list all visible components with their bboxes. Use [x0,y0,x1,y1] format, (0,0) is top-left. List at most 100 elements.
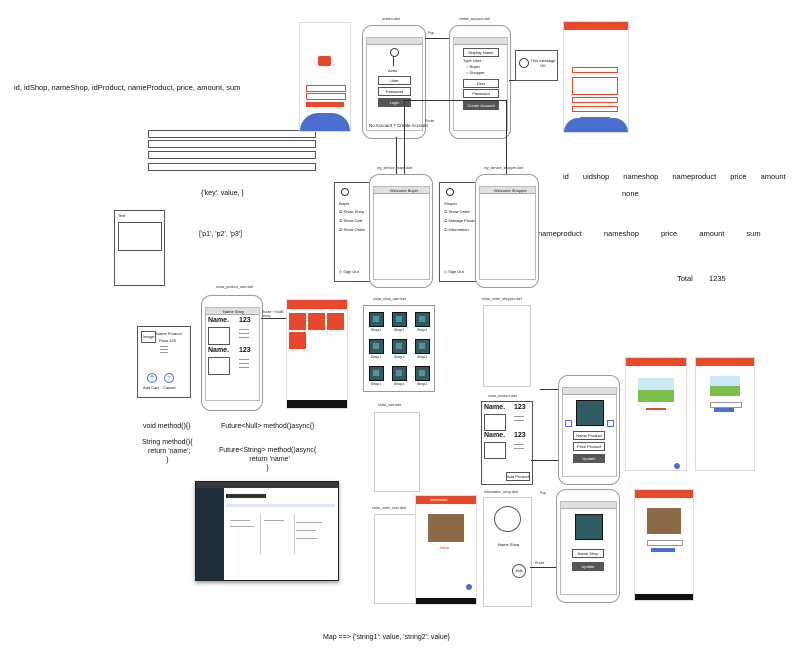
none-label: none [622,189,639,198]
text-widget-label: Text [118,213,126,218]
sign-out-item[interactable]: ◇ Sign Out [444,269,464,274]
show-cart-sheet [374,412,420,492]
actor-label: Actor [388,68,398,73]
header-row: id uidshop nameshop nameproduct price am… [563,172,800,181]
drawer-item[interactable]: ⬭ Show Shop [339,209,364,214]
show-shop-user-file-label: show_shop_user.dart [373,297,407,301]
product-number: 123 [239,317,251,324]
future-null-label: Future<Null> method()async{} [221,423,315,430]
route-label: Route [425,119,435,123]
buyer-role: Buyer [339,201,350,206]
drawer-item[interactable]: ⬭ Manage Product [444,218,478,223]
message-box: This message OK [515,50,558,81]
route-notif-label: Route + NotiE Many [262,310,284,318]
add-icon[interactable]: + [147,373,157,383]
product-name: Name. [208,317,230,324]
show-order-user-sheet [374,514,420,604]
text-widget-area [118,222,162,251]
create-account-file-label: create_account.dart [459,17,490,21]
create-account-button[interactable]: Create Account [463,101,499,110]
input-bar [148,140,316,148]
cancel-label: Cancel [163,385,176,390]
login-button[interactable]: Login [378,98,411,107]
show-product-sheet: Name. 123 Name. 123 Add Product [481,401,533,485]
display-name-field[interactable]: Display Name [463,48,499,57]
service-buyer-title: Welcome Buyer [390,188,419,193]
total-value: 1235 [709,274,726,283]
product-card: Image Name Product Price 123 + − Add Car… [137,326,191,398]
information-mockup: Information Name [415,495,477,605]
type-user-label: Type User : [463,58,484,63]
password-field[interactable]: Password [463,89,499,98]
shop-grid: Shop1 Shop1 Shop1 Shop1 Shop1 Shop1 Shop… [363,305,435,392]
login-mockup [299,22,351,132]
list-label: ['p1', 'p2', 'p3'] [199,231,243,238]
lock-icon [318,56,331,66]
input-bar [148,163,316,171]
service-buyer-file-label: my_service_buyer.dart [377,166,413,170]
product-image: Image [141,331,156,343]
product-image-placeholder [576,400,604,426]
update-button[interactable]: Update [573,454,605,463]
information-shop-file-label: information_shop.dart [484,490,518,494]
service-buyer-phone: Welcome Buyer [369,174,433,288]
user-field[interactable]: User [378,76,411,85]
show-order-shopper-file-label: show_order_shopper.dart [482,297,522,301]
authen-file-label: authen.dart [382,17,400,21]
drawer-item[interactable]: ⬭ Show Order [444,209,470,214]
show-order-user-file-label: show_order_user.dart [372,506,406,510]
name-product-field[interactable]: Name Product [573,431,605,440]
buyer-radio[interactable]: ○ Buyer [466,64,480,69]
drawer-item[interactable]: ⬭ Information [444,227,469,232]
total-label: Total [677,274,693,283]
create-account-link[interactable]: No Account ? Create Account [369,123,428,128]
add-info-mockup [695,357,755,471]
firestore-screenshot [195,481,339,581]
drawer-item[interactable]: ⬭ Show Order [339,227,365,232]
void-method-label: void method(){} [143,423,191,430]
authen-phone: Actor User Password Login [362,25,426,139]
edit-shop-phone: Name Shop Update [556,489,620,603]
shop-avatar [494,506,521,532]
input-bar [148,130,316,138]
string-method-label: String method(){ return 'name'; } [142,439,193,464]
update-button[interactable]: Update [572,562,604,571]
product-name: Name Product [156,331,182,336]
show-product-user-phone: Name Shop Name. 123 Name. 123 [201,295,263,411]
gallery-icon[interactable] [607,420,614,427]
shopper-avatar-icon [446,188,454,196]
shop-image-placeholder [575,514,603,540]
map-label: Map ==> {'string1': value, 'string2': va… [323,634,450,641]
show-product-user-file-label: show_product_user.dart [216,285,254,289]
fields-label: id, idShop, nameShop, idProduct, namePro… [14,83,241,92]
service-shopper-title: Welcome Shopper [494,188,527,193]
password-field[interactable]: Password [378,87,411,96]
input-bar [148,151,316,159]
edit-button[interactable]: Edit [512,564,526,578]
show-cart-file-label: show_cart.dart [378,403,401,407]
remove-icon[interactable]: − [164,373,174,383]
service-shopper-file-label: my_service_shopper.dart [484,166,524,170]
user-field[interactable]: User [463,79,499,88]
information-shop-sheet: Name Shop Edit [483,497,532,607]
drawer-item[interactable]: ⬭ Show Cart [339,218,363,223]
add-product-phone: Name Product Price Product Update [558,375,620,485]
show-order-shopper-sheet [483,305,531,387]
message-icon [519,58,529,68]
shopper-radio[interactable]: ○ Shopper [466,70,485,75]
name-shop-field[interactable]: Name Shop [572,549,604,558]
product-name: Name. [208,347,230,354]
edit-info-mockup [634,489,694,601]
shop-grid-mockup [286,299,348,409]
key-value-label: {'key': value, } [201,190,244,197]
buyer-avatar-icon [341,188,349,196]
price-product-field[interactable]: Price Product [573,442,605,451]
actor-icon [390,48,399,57]
camera-icon[interactable] [565,420,572,427]
service-shopper-phone: Welcome Shopper [475,174,539,288]
product-row: nameproduct nameshop price amount sum [538,229,761,238]
text-widget: Text [114,210,165,286]
sign-out-item[interactable]: ◇ Sign Out [339,269,359,274]
add-product-button[interactable]: Add Product [506,472,530,481]
show-product-file-label: show_product.dart [488,394,517,398]
